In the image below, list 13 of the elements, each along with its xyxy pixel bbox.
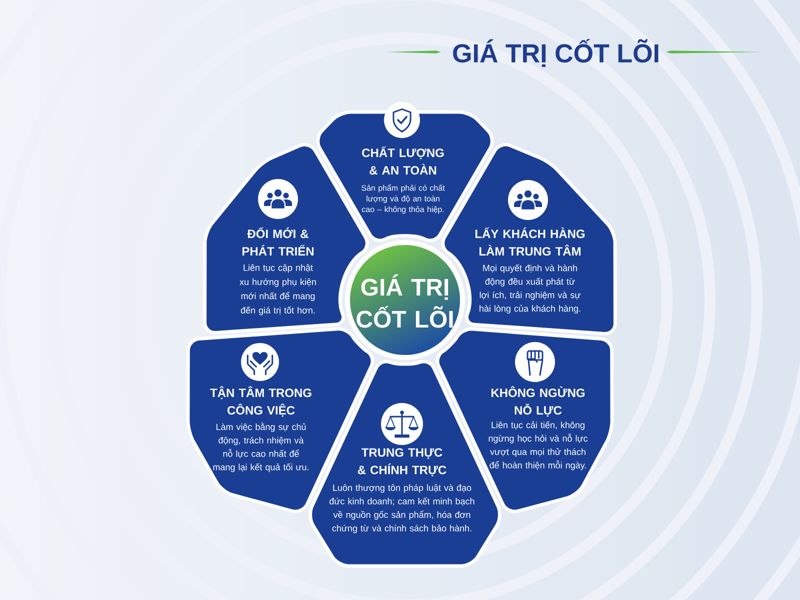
description: Làm việc bằng sự chủ động, trách nhiệm và nỗ lực cao nhất để mang lại kết quả tối ưu. (213, 422, 308, 472)
description: Liên tục cải tiến, không ngừng học hỏi và nỗ lực vượt qua mọi thử thách để hoàn thiện mỗi ngày. (488, 421, 588, 470)
description: Mọi quyết định và hành động đều xuất phát từ lợi ích, trải nghiệm và sự hài lòng của khách hàng. (480, 264, 580, 314)
description: Liên tục cập nhật xu hướng phụ kiện mới nhất để mang đến giá trị tốt hơn. (240, 264, 316, 316)
description: Sản phẩm phải có chất lượng và độ an toàn cao – không thỏa hiệp. (362, 184, 445, 214)
heading: TRUNG THỰC & CHÍNH TRỰC (358, 448, 446, 476)
description: Luôn thượng tôn pháp luật và đạo đức kinh doanh; cam kết minh bạch về nguồn gốc sản phẩm, hóa đơn chứng từ và chính sách bảo hành. (330, 484, 474, 534)
heading: LẤY KHÁCH HÀNG LÀM TRUNG TÂM (475, 227, 585, 256)
heading: ĐỔI MỚI & PHÁT TRIỂN (242, 227, 314, 256)
heading: TẬN TÂM TRONG CÔNG VIỆC (210, 386, 312, 417)
title: GIÁ TRỊ CỐT LÕI (453, 39, 658, 67)
heading: KHÔNG NGỪNG NỖ LỰC (492, 386, 585, 417)
heading: CHẤT LƯỢNG & AN TOÀN (362, 146, 444, 175)
